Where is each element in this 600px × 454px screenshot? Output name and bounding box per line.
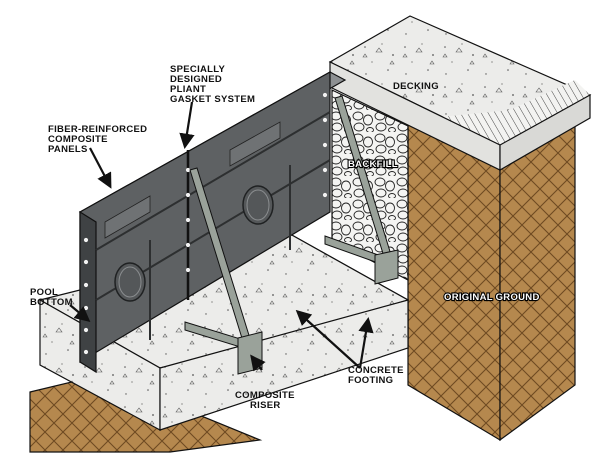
label-riser-line-1: COMPOSITE [235, 390, 295, 401]
composite-risers [184, 95, 399, 375]
label-gasket-line-1: SPECIALLY [170, 64, 226, 75]
label-riser-line-2: RISER [250, 400, 281, 411]
concrete-footing [38, 232, 410, 432]
label-gasket-line-4: GASKET SYSTEM [170, 94, 255, 105]
label-pool-bottom-line-2: BOTTOM [30, 297, 73, 308]
label-panels-line-1: FIBER-REINFORCED [48, 124, 147, 135]
leader-arrows [69, 101, 374, 372]
label-footing-line-2: FOOTING [348, 375, 393, 386]
label-panels-line-3: PANELS [48, 144, 88, 155]
label-gasket-line-3: PLIANT [170, 84, 206, 95]
label-decking: DECKING [393, 81, 439, 92]
label-panels-line-2: COMPOSITE [48, 134, 108, 145]
label-gasket-line-2: DESIGNED [170, 74, 222, 85]
label-original-ground: ORIGINAL GROUND [444, 292, 540, 303]
label-footing-line-1: CONCRETE [348, 365, 404, 376]
label-backfill: BACKFILL [348, 159, 398, 170]
original-ground-block [29, 116, 576, 453]
label-pool-bottom-line-1: POOL [30, 287, 58, 298]
labels: SPECIALLY DESIGNED PLIANT GASKET SYSTEM … [30, 64, 540, 411]
